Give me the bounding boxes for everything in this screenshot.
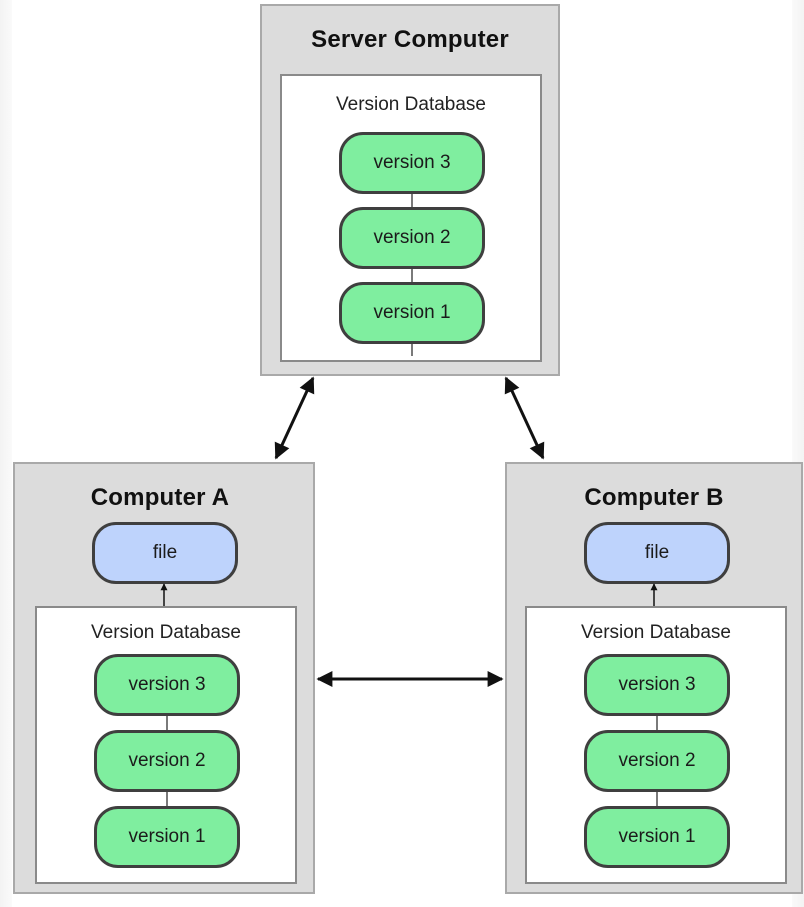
computer-a-box: Computer A file Version Database version… (13, 462, 315, 894)
server-version-database: Version Database version 3 version 2 ver… (280, 74, 542, 362)
computer-b-db-label: Version Database (581, 622, 731, 643)
computer-a-file: file (92, 522, 238, 584)
left-edge-shade (0, 0, 12, 907)
computer-b-box: Computer B file Version Database version… (505, 462, 803, 894)
server-to-computer-b-arrow (504, 376, 545, 460)
server-version-1: version 1 (339, 282, 485, 344)
computer-b-version-1: version 1 (584, 806, 730, 868)
computer-a-title: Computer A (90, 484, 230, 511)
computer-b-version-database: Version Database version 3 version 2 ver… (525, 606, 787, 884)
computer-b-version-3: version 3 (584, 654, 730, 716)
computer-a-version-1: version 1 (94, 806, 240, 868)
server-computer-title: Server Computer (311, 26, 509, 53)
server-db-label: Version Database (336, 94, 486, 115)
computer-a-version-2: version 2 (94, 730, 240, 792)
computer-a-version-3: version 3 (94, 654, 240, 716)
server-to-computer-a-arrow (274, 376, 315, 460)
computer-a-version-database: Version Database version 3 version 2 ver… (35, 606, 297, 884)
computer-b-title: Computer B (584, 484, 724, 511)
server-version-2: version 2 (339, 207, 485, 269)
computer-a-db-label: Version Database (91, 622, 241, 643)
server-computer-box: Server Computer Version Database version… (260, 4, 560, 376)
server-version-3: version 3 (339, 132, 485, 194)
computer-b-file: file (584, 522, 730, 584)
computer-b-version-2: version 2 (584, 730, 730, 792)
